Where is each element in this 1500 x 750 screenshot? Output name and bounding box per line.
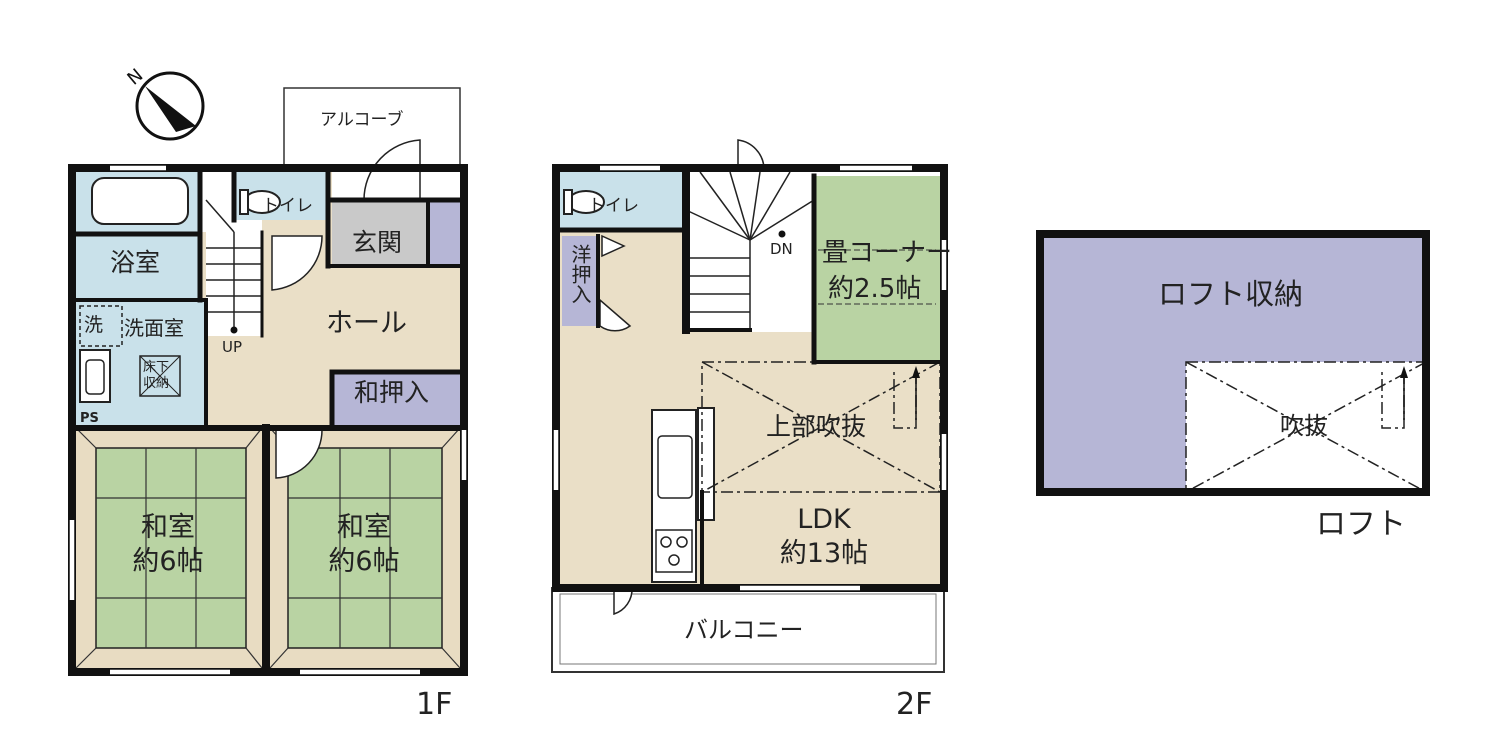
floor-label-loft: ロフト (1316, 507, 1406, 542)
floor-1f (68, 87, 468, 676)
floor-2f (551, 139, 948, 673)
floor-label-1f: 1F (416, 687, 453, 722)
room-size-washitsu-left: 約6帖 (132, 546, 204, 577)
room-label-alcove: アルコーブ (320, 110, 404, 130)
label-void-above: 上部吹抜 (766, 412, 867, 441)
door-swing-icon (599, 139, 765, 616)
label-underfloor-storage: 床下収納 (143, 360, 170, 391)
toilet-icon (563, 189, 605, 215)
sink-icon (657, 435, 693, 499)
room-label-ldk: LDK (797, 504, 851, 535)
room-label-closet-1f: 和押入 (354, 378, 430, 407)
label-dn: DN (770, 240, 793, 258)
label-washer: 洗 (84, 314, 104, 336)
tatami-left (75, 427, 263, 669)
stove-icon (655, 529, 693, 573)
room-label-closet-2f: 洋押入 (568, 244, 592, 304)
room-label-bath: 浴室 (110, 248, 161, 277)
room-size-washitsu-right: 約6帖 (328, 546, 400, 577)
room-label-hall: ホール (326, 308, 407, 339)
compass-icon: N (123, 65, 205, 141)
floor-label-2f: 2F (896, 687, 933, 722)
room-label-loft-storage: ロフト収納 (1158, 277, 1304, 311)
room-size-ldk: 約13帖 (779, 538, 869, 569)
label-ps: PS (80, 411, 99, 426)
room-label-balcony: バルコニー (684, 616, 804, 644)
label-loft-void: 吹抜 (1280, 412, 1328, 440)
room-label-genkan: 玄関 (352, 228, 403, 257)
toilet-icon (239, 189, 281, 215)
room-label-washitsu-right: 和室 (337, 512, 391, 543)
room-size-tatami-corner: 約2.5帖 (828, 274, 922, 304)
room-label-washitsu-left: 和室 (141, 512, 195, 543)
floor-loft (1036, 230, 1430, 496)
room-label-washroom: 洗面室 (124, 316, 184, 340)
label-up: UP (222, 338, 243, 356)
room-label-tatami-corner: 畳コーナー (822, 238, 953, 268)
room-label-toilet-1f: トイレ (262, 196, 313, 216)
room-label-toilet-2f: トイレ (588, 196, 639, 216)
